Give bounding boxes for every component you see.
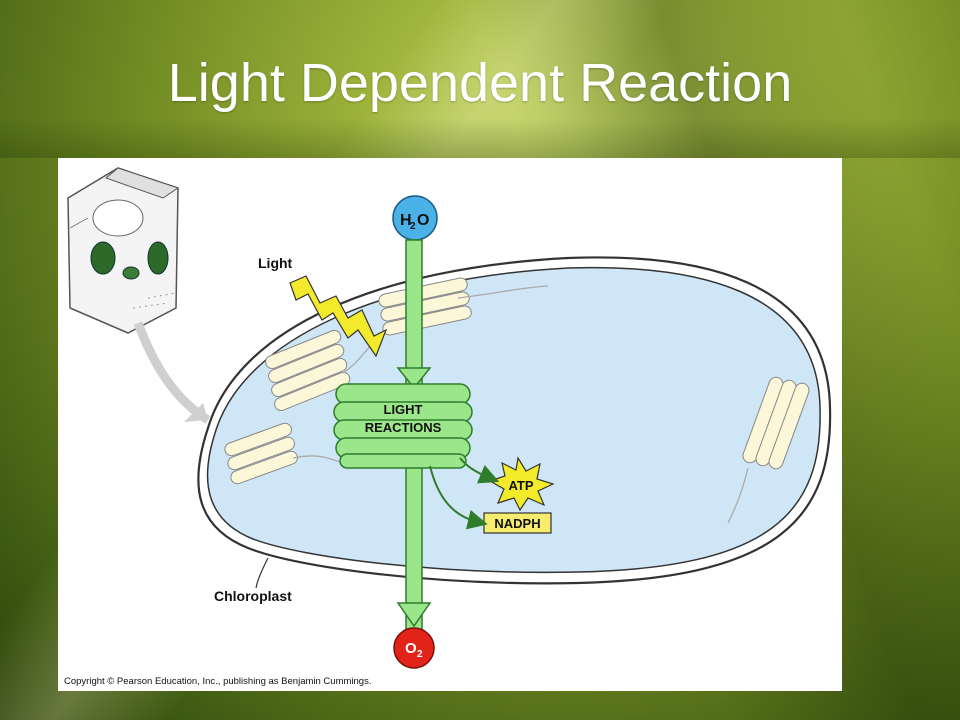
nadph-label: NADPH	[494, 516, 540, 531]
arrow-to-nadph	[429, 465, 488, 530]
light-reactions-granum	[333, 383, 473, 469]
atp-burst-icon	[488, 456, 555, 512]
diagram-svg: H 2 O Light LIGHT REACTIONS ATP NADPH	[67, 167, 832, 669]
slide-title: Light Dependent Reaction	[167, 53, 793, 113]
plant-cell-illustration	[67, 167, 180, 334]
chloroplast-figure: H 2 O Light LIGHT REACTIONS ATP NADPH	[58, 158, 842, 691]
chloroplast-leader-line	[255, 557, 269, 589]
o2-label-o: O	[405, 640, 417, 657]
title-band	[0, 118, 960, 158]
h2o-label-o: O	[417, 212, 429, 229]
zoom-arrow	[133, 321, 211, 424]
atp-label: ATP	[508, 478, 533, 493]
chloroplast-label: Chloroplast	[214, 588, 292, 604]
light-label: Light	[258, 255, 293, 271]
light-reactions-line2: REACTIONS	[365, 420, 442, 435]
thylakoid-stack-right	[742, 376, 810, 470]
arrow-to-o2	[396, 602, 432, 628]
h2o-label-h: H	[400, 212, 412, 229]
light-reactions-line1: LIGHT	[384, 402, 423, 417]
light-lightning-icon	[289, 275, 388, 358]
zoom-arrow-head	[184, 403, 208, 422]
thylakoid-stack-bottom-left	[224, 422, 298, 485]
arrow-to-atp	[459, 457, 500, 484]
h2o-label-sub: 2	[410, 221, 416, 232]
oxygen-molecule	[393, 627, 435, 669]
thylakoid-stack-top	[378, 277, 472, 336]
o2-label-sub: 2	[417, 649, 423, 660]
arrow-into-reactions	[396, 367, 432, 390]
thylakoid-stack-left	[265, 329, 351, 412]
copyright-notice: Copyright © Pearson Education, Inc., pub…	[64, 676, 372, 687]
